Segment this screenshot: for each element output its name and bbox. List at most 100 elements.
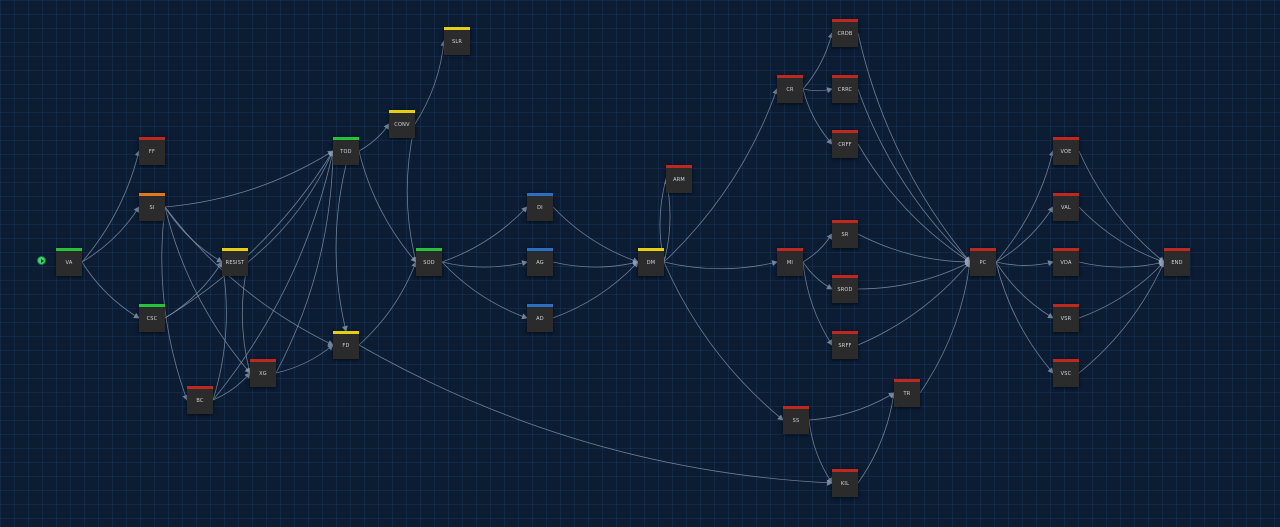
node-label: AG bbox=[536, 260, 544, 266]
node-arm[interactable]: ARM bbox=[666, 165, 692, 193]
node-label: CRDB bbox=[837, 31, 853, 37]
edge-ss-tr bbox=[808, 392, 895, 421]
edge-csc-resist bbox=[164, 261, 223, 319]
node-label: VOE bbox=[1060, 149, 1072, 155]
edge-pc-vsc bbox=[995, 261, 1054, 374]
edge-xg-fd bbox=[275, 344, 334, 374]
edge-sod-ag bbox=[441, 260, 528, 268]
edge-pc-voe bbox=[995, 150, 1055, 263]
edge-crff-pc bbox=[857, 143, 971, 263]
node-cr[interactable]: CR bbox=[777, 75, 803, 103]
node-csc[interactable]: CSC bbox=[139, 304, 165, 332]
node-ag[interactable]: AG bbox=[527, 248, 553, 276]
node-dm[interactable]: DM bbox=[638, 248, 664, 276]
node-pc[interactable]: PC bbox=[970, 248, 996, 276]
node-voe[interactable]: VOE bbox=[1053, 137, 1079, 165]
edge-si-fd bbox=[164, 206, 334, 346]
node-crff[interactable]: CRFF bbox=[832, 130, 858, 158]
node-tod[interactable]: TOD bbox=[333, 137, 359, 165]
node-label: TOD bbox=[340, 149, 352, 155]
node-label: TR bbox=[903, 391, 911, 397]
edge-crdb-pc bbox=[857, 32, 971, 263]
node-ss[interactable]: SS bbox=[783, 406, 809, 434]
edge-mi-srod bbox=[802, 261, 833, 290]
node-label: PC bbox=[979, 260, 987, 266]
edge-vsr-end bbox=[1078, 261, 1165, 319]
node-label: SR bbox=[841, 232, 849, 238]
edge-srod-pc bbox=[857, 261, 971, 290]
node-srff[interactable]: SRFF bbox=[832, 331, 858, 359]
node-di[interactable]: DI bbox=[527, 193, 553, 221]
node-end[interactable]: END bbox=[1164, 248, 1190, 276]
node-conv[interactable]: CONV bbox=[389, 110, 415, 138]
node-label: DI bbox=[537, 205, 543, 211]
node-xg[interactable]: XG bbox=[250, 359, 276, 387]
node-label: CR bbox=[786, 87, 794, 93]
edge-va-ff bbox=[81, 150, 141, 263]
edge-dm-mi bbox=[663, 260, 778, 270]
edge-mi-srff bbox=[802, 261, 833, 346]
node-crrc[interactable]: CRRC bbox=[832, 75, 858, 103]
node-ff[interactable]: FF bbox=[139, 137, 165, 165]
edge-si-xg bbox=[164, 206, 251, 374]
edge-tr-pc bbox=[919, 261, 973, 394]
edge-cr-crrc bbox=[802, 87, 833, 94]
edge-sr-pc bbox=[857, 233, 971, 265]
edge-pc-vda bbox=[995, 260, 1054, 267]
node-va[interactable]: VA bbox=[56, 248, 82, 276]
node-label: END bbox=[1171, 260, 1183, 266]
edge-pc-val bbox=[995, 206, 1054, 263]
node-ad[interactable]: AD bbox=[527, 304, 553, 332]
edge-conv-slr bbox=[414, 40, 447, 125]
node-srod[interactable]: SROD bbox=[832, 275, 858, 303]
edge-va-si bbox=[81, 206, 140, 263]
node-sod[interactable]: SOD bbox=[416, 248, 442, 276]
node-vsr[interactable]: VSR bbox=[1053, 304, 1079, 332]
node-label: VDA bbox=[1060, 260, 1072, 266]
node-resist[interactable]: RESIST bbox=[222, 248, 248, 276]
edge-tod-sod bbox=[358, 150, 417, 263]
node-sr[interactable]: SR bbox=[832, 220, 858, 248]
node-label: FD bbox=[342, 343, 350, 349]
node-tr[interactable]: TR bbox=[894, 379, 920, 407]
edge-si-tod bbox=[164, 150, 334, 208]
edge-voe-end bbox=[1078, 150, 1165, 263]
edge-kil-tr bbox=[857, 392, 897, 484]
edge-bc-resist bbox=[212, 261, 227, 401]
node-kil[interactable]: KIL bbox=[832, 469, 858, 497]
node-label: SRFF bbox=[838, 343, 852, 349]
node-crdb[interactable]: CRDB bbox=[832, 19, 858, 47]
edge-srff-pc bbox=[857, 261, 971, 346]
node-mi[interactable]: MI bbox=[777, 248, 803, 276]
node-label: SOD bbox=[423, 260, 435, 266]
node-label: SI bbox=[149, 205, 155, 211]
play-circle-icon[interactable] bbox=[37, 256, 46, 265]
node-label: VAL bbox=[1061, 205, 1071, 211]
edge-sod-di bbox=[441, 206, 528, 263]
node-label: VSC bbox=[1060, 371, 1072, 377]
edge-ss-kil bbox=[808, 419, 833, 484]
node-label: VA bbox=[65, 260, 73, 266]
edge-tod-fd bbox=[335, 164, 348, 332]
node-vsc[interactable]: VSC bbox=[1053, 359, 1079, 387]
edge-resist-xg bbox=[241, 261, 252, 374]
node-val[interactable]: VAL bbox=[1053, 193, 1079, 221]
edge-conv-sod bbox=[406, 123, 418, 263]
node-si[interactable]: SI bbox=[139, 193, 165, 221]
edge-cr-crdb bbox=[802, 32, 834, 90]
edge-csc-tod bbox=[164, 150, 334, 319]
node-label: CRRC bbox=[837, 87, 853, 93]
edge-val-end bbox=[1078, 206, 1165, 264]
node-bc[interactable]: BC bbox=[187, 386, 213, 414]
edge-cr-crff bbox=[802, 88, 833, 145]
edge-dm-ss bbox=[663, 261, 784, 421]
node-slr[interactable]: SLR bbox=[444, 27, 470, 55]
node-label: BC bbox=[196, 398, 204, 404]
node-vda[interactable]: VDA bbox=[1053, 248, 1079, 276]
node-label: SROD bbox=[837, 287, 853, 293]
node-label: KIL bbox=[840, 481, 850, 487]
node-fd[interactable]: FD bbox=[333, 331, 359, 359]
node-label: MI bbox=[786, 260, 794, 266]
node-label: VSR bbox=[1060, 316, 1072, 322]
